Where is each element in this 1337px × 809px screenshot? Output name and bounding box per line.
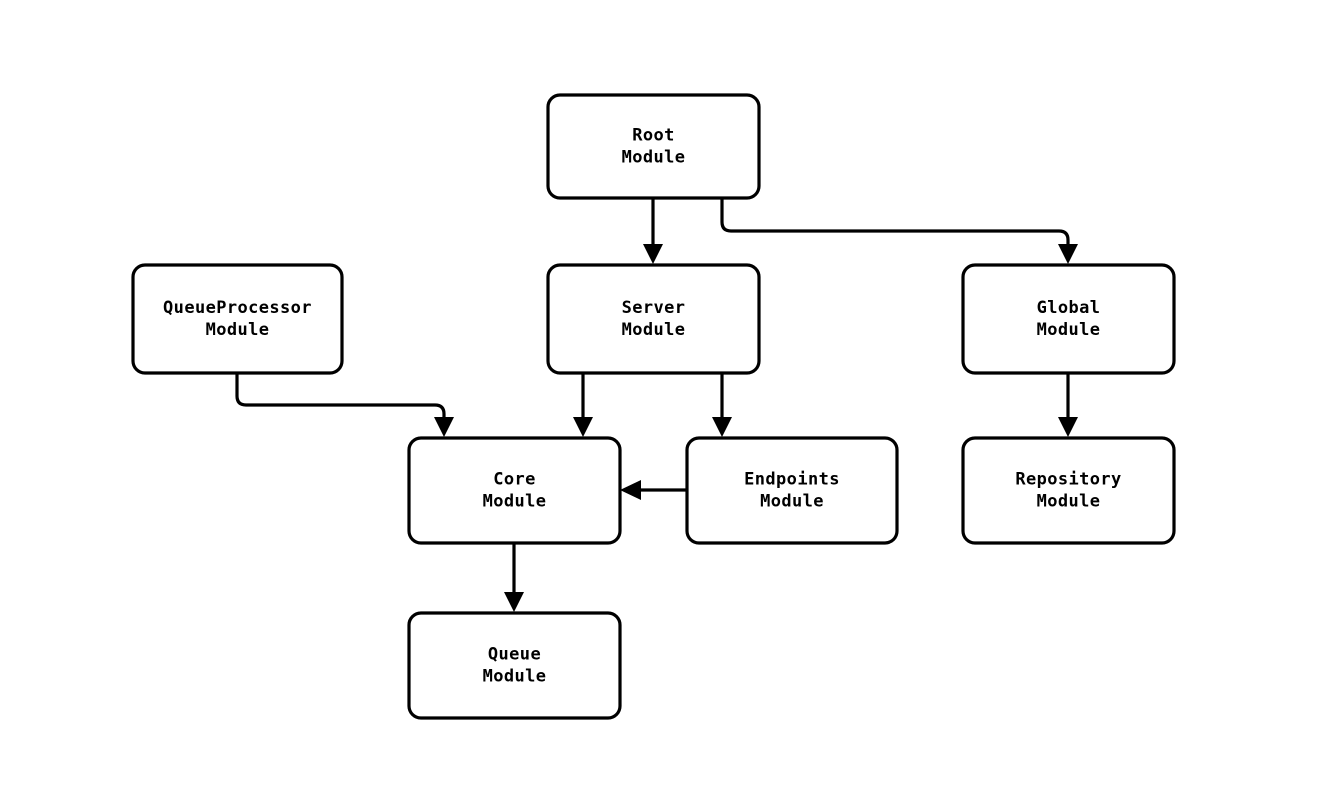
node-label-line1: Core bbox=[493, 470, 536, 490]
node-box[interactable] bbox=[685, 436, 899, 545]
edge-global-to-repository bbox=[1058, 374, 1078, 437]
node-label-line2: Module bbox=[622, 148, 686, 168]
arrowhead-icon bbox=[620, 480, 641, 500]
node-box[interactable] bbox=[131, 263, 344, 375]
edge-root-to-server bbox=[643, 198, 663, 264]
arrowhead-icon bbox=[1058, 244, 1078, 264]
node-box[interactable] bbox=[407, 436, 622, 545]
arrowhead-icon bbox=[434, 417, 454, 437]
node-label-line2: Module bbox=[622, 320, 686, 340]
edges-layer bbox=[235, 198, 1078, 612]
edge-server-to-endpoints bbox=[712, 374, 732, 437]
edge-core-to-queue bbox=[504, 544, 524, 612]
node-box[interactable] bbox=[407, 611, 622, 720]
node-box[interactable] bbox=[546, 93, 761, 200]
node-label-line1: QueueProcessor bbox=[163, 298, 312, 318]
node-label-line1: Root bbox=[632, 126, 675, 146]
node-box[interactable] bbox=[961, 436, 1176, 545]
edge-endpoints-to-core bbox=[620, 480, 686, 500]
node-label-line1: Queue bbox=[488, 645, 541, 665]
arrowhead-icon bbox=[712, 417, 732, 437]
node-label-line2: Module bbox=[1037, 320, 1101, 340]
node-label-line1: Endpoints bbox=[744, 470, 840, 490]
arrowhead-icon bbox=[573, 417, 593, 437]
edge-server-to-core bbox=[573, 374, 593, 437]
edge-queueprocessor-to-core bbox=[235, 374, 454, 437]
node-label-line1: Repository bbox=[1015, 470, 1121, 490]
arrowhead-icon bbox=[643, 244, 663, 264]
edge-root-to-global bbox=[720, 198, 1078, 264]
node-label-line2: Module bbox=[206, 320, 270, 340]
node-label-line2: Module bbox=[483, 492, 547, 512]
nodes-layer: RootModuleQueueProcessorModuleServerModu… bbox=[131, 93, 1176, 720]
node-label-line2: Module bbox=[760, 492, 824, 512]
arrowhead-icon bbox=[504, 592, 524, 612]
edge-line bbox=[235, 374, 446, 424]
node-label-line2: Module bbox=[483, 667, 547, 687]
node-label-line2: Module bbox=[1037, 492, 1101, 512]
node-label-line1: Server bbox=[622, 298, 686, 318]
node-box[interactable] bbox=[961, 263, 1176, 375]
edge-line bbox=[720, 198, 1070, 251]
arrowhead-icon bbox=[1058, 417, 1078, 437]
node-box[interactable] bbox=[546, 263, 761, 375]
node-label-line1: Global bbox=[1037, 298, 1101, 318]
